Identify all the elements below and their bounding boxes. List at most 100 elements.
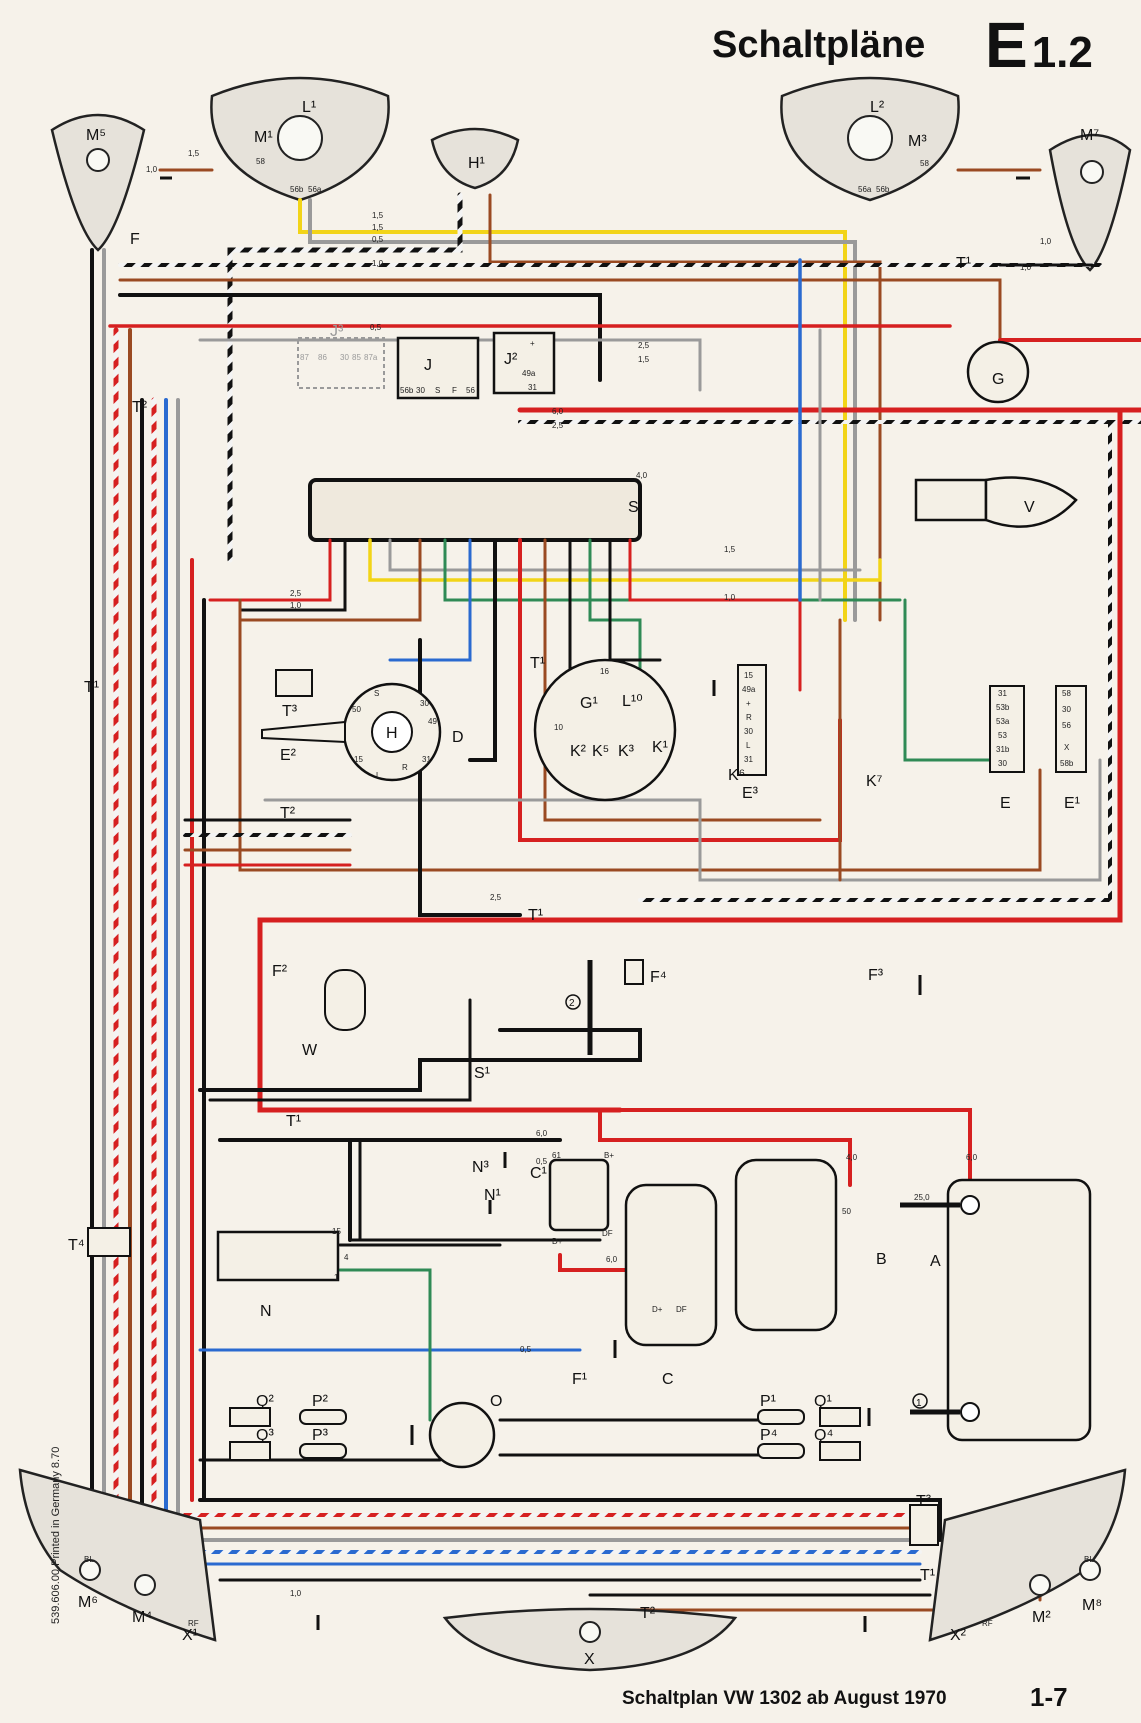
label-l2: L² [870,99,885,116]
label-j2: J² [504,351,518,368]
ground-symbols [160,176,1030,1632]
label-m6: M⁶ [78,1594,98,1611]
page-number: 1-7 [1030,1682,1068,1712]
label-x: X [584,1651,595,1668]
j3-pin-30: 30 [340,353,349,362]
section-code: E1.2 [985,8,1093,82]
battery-negative-terminal [960,1402,980,1422]
label-t1-left: T¹ [84,679,99,696]
gauge: 0,5 [536,1157,548,1166]
coil-pin-1: 1 [334,1273,339,1282]
gauge: 1,5 [724,545,736,554]
j3-pin-87: 87 [300,353,309,362]
e-pin-53: 53 [998,731,1007,740]
label-k1: K¹ [652,739,668,756]
j-pin-s: S [435,386,440,395]
j-pin-56b: 56b [400,386,414,395]
label-e2: E² [280,747,297,764]
label-l10: L¹⁰ [622,693,643,710]
gauge: 25,0 [914,1193,930,1202]
lamp-l2-pin-56a: 56a [858,185,872,194]
gauge: 1,0 [1040,237,1052,246]
speedometer-cluster [533,658,677,802]
gauge: 2,5 [490,893,502,902]
label-x2: X² [950,1627,967,1644]
bulb-icon [277,115,323,161]
e-pin-31: 31 [998,689,1007,698]
d-pin-49: 49 [428,717,437,726]
label-k5: K⁵ [592,743,609,760]
gauge: 6,0 [536,1129,548,1138]
label-w: W [302,1042,318,1059]
wiper-motor-v [984,476,1078,528]
label-m2: M² [1032,1609,1051,1626]
turn-signal-lever-e2 [261,720,346,744]
label-n3: N³ [472,1159,490,1176]
voltage-regulator-c1 [548,1158,610,1232]
label-j3: J³ [330,323,344,340]
label-t1-dash: T¹ [528,907,543,924]
label-t1-lower: T¹ [286,1113,301,1130]
gauge: 0,5 [370,323,382,332]
label-e: E [1000,795,1011,812]
label-g: G [992,371,1004,388]
j-pin-f: F [452,386,457,395]
coil-pin-4: 4 [344,1253,349,1262]
label-c: C [662,1371,674,1388]
e3-pin-15: 15 [744,671,753,680]
label-f2: F² [272,963,288,980]
e1-pin-x: X [1064,743,1070,752]
bulb-icon [79,1559,101,1581]
connector-t4 [87,1227,131,1257]
lamp-l1-pin-58: 58 [256,157,265,166]
e3-pin-l: L [746,741,751,750]
label-k3: K³ [618,743,635,760]
label-o: O [490,1393,502,1410]
label-m7: M⁷ [1080,127,1099,144]
lamp-l1-pin-56b: 56b [290,185,304,194]
tail-lamp-right-housing [928,1468,1127,1642]
gauge: 1,0 [372,259,384,268]
label-n1: N¹ [484,1187,501,1204]
label-s1: S¹ [474,1065,490,1082]
page-title: Schaltpläne [712,24,926,66]
bulb-icon [1080,160,1104,184]
label-k6: K⁶ [728,767,745,784]
label-t1: T¹ [530,655,545,672]
bulb-icon [1079,1559,1101,1581]
label-p2: P² [312,1393,329,1410]
bulb-icon [579,1621,601,1643]
e1-pin-58: 58 [1062,689,1071,698]
gauge: 2,5 [638,341,650,350]
battery-a [946,1178,1092,1442]
e3-pin-plus: + [746,699,751,708]
gauge: 1,0 [146,165,158,174]
relay-j3 [297,337,385,389]
tail-left-pin-rf: RF [188,1619,199,1628]
gauge: 6,0 [552,407,564,416]
plug-connector-p4 [757,1443,805,1459]
label-e1: E¹ [1064,795,1080,812]
label-s: S [628,499,639,516]
wiper-switch-e [989,685,1025,773]
c-pin-dplus: D+ [652,1305,663,1314]
horn-button-icon [371,711,413,753]
e1-pin-56: 56 [1062,721,1071,730]
d-pin-50: 50 [352,705,361,714]
label-c1: C¹ [530,1165,547,1182]
starter-b [734,1158,838,1332]
e1-pin-58b: 58b [1060,759,1074,768]
bulb-icon [1029,1574,1051,1596]
wiper-motor-body [914,478,988,522]
label-p1: P¹ [760,1393,776,1410]
label-k2: K² [570,743,587,760]
light-switch-e1 [1055,685,1087,773]
turn-signal-left-housing [50,113,146,252]
c1-pin-df: DF [602,1229,613,1238]
label-f4: F⁴ [650,969,667,986]
j2-pin-plus: + [530,339,535,348]
starter-pin-50: 50 [842,1207,851,1216]
g1-pin-10: 10 [554,723,563,732]
